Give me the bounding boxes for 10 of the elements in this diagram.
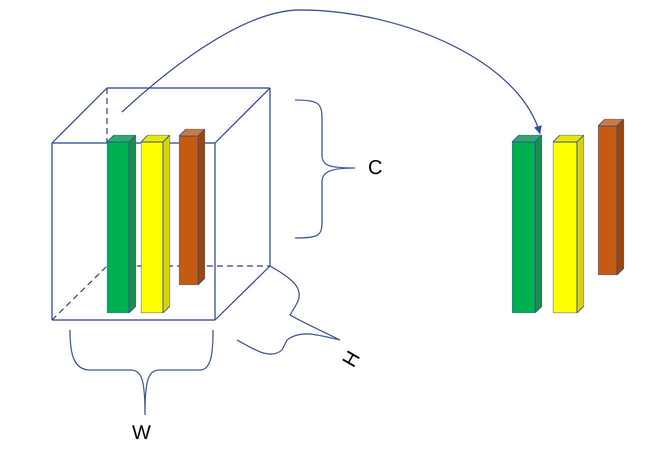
bar-prism <box>141 135 170 313</box>
arrow <box>122 9 541 134</box>
axis-label: C <box>368 157 382 180</box>
bar-prism <box>107 135 136 313</box>
axis-label: W <box>132 422 151 445</box>
bar-prism <box>512 135 542 313</box>
bar-prism <box>598 119 624 275</box>
bar-prism <box>179 129 205 285</box>
axis-label: H <box>338 348 366 372</box>
bar-prism <box>553 135 584 313</box>
